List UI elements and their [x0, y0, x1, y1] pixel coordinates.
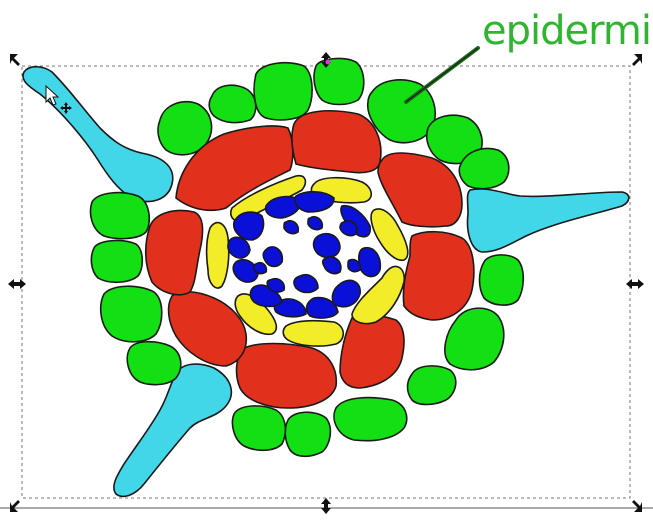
selection-handles[interactable]	[8, 52, 644, 514]
stele-cell	[232, 258, 259, 283]
epidermis-cell	[253, 61, 313, 121]
epidermis-cell	[284, 411, 332, 458]
resize-handle-bottom-left[interactable]	[10, 500, 20, 512]
root-hairs[interactable]	[22, 65, 630, 498]
stele-cell	[283, 219, 300, 235]
root-hair-right	[466, 188, 630, 253]
cortex-cell	[167, 290, 248, 367]
epidermis-cell	[333, 396, 408, 442]
epidermis-cell	[99, 285, 163, 343]
epidermis-cell	[89, 191, 151, 240]
epidermis-cell	[126, 340, 182, 386]
epidermis-cell	[478, 254, 525, 306]
stele-cell	[312, 232, 341, 259]
stele-cell	[358, 246, 382, 278]
epidermis-layer[interactable]	[89, 57, 525, 458]
move-cursor-icon	[45, 84, 72, 114]
endodermis-cell	[351, 265, 406, 325]
cortex-cell	[339, 314, 405, 389]
epidermis-cell	[231, 405, 287, 452]
stele-cell	[293, 273, 319, 294]
stele-cell	[266, 277, 286, 293]
epidermis-cell	[313, 57, 365, 106]
epidermis-cell	[90, 239, 144, 284]
stele-cell	[331, 279, 361, 308]
stele-cell	[321, 256, 342, 275]
stele-cell	[232, 211, 265, 241]
stele-cell	[339, 220, 358, 237]
stele-cell	[262, 246, 284, 268]
resize-handle-bottom[interactable]	[321, 498, 331, 514]
stele-cell	[305, 296, 339, 319]
node-marker[interactable]	[325, 59, 331, 65]
resize-handle-bottom-right[interactable]	[632, 500, 642, 512]
label-leader	[404, 46, 480, 104]
cortex-cell	[377, 152, 463, 228]
epidermis-cell	[444, 307, 505, 371]
epidermis-cell	[406, 365, 457, 406]
stele-cell	[293, 190, 335, 213]
cortex-cell	[235, 342, 338, 409]
epidermis-cell	[458, 147, 510, 190]
resize-handle-right[interactable]	[626, 279, 644, 289]
endodermis-cell	[282, 320, 345, 347]
cortex-cell	[144, 209, 204, 296]
stele-cell	[253, 261, 268, 275]
cortex-layer[interactable]	[144, 110, 475, 409]
stele-cell	[307, 215, 324, 231]
endodermis-cell	[370, 208, 409, 262]
stele-cell	[227, 236, 251, 259]
epidermis-label: epidermis	[482, 8, 653, 54]
root-hair-bottom-left	[113, 363, 233, 498]
resize-handle-top-left[interactable]	[10, 54, 20, 66]
endodermis-cell	[205, 221, 230, 289]
stele-cell	[340, 204, 372, 238]
epidermis-cell	[366, 79, 436, 144]
resize-handle-left[interactable]	[8, 279, 26, 289]
root-hair-top-left	[22, 65, 174, 203]
cortex-cell	[402, 230, 475, 321]
endodermis-layer[interactable]	[205, 174, 409, 347]
stele-cell	[264, 195, 302, 219]
stele-layer[interactable]	[227, 190, 382, 319]
stele-cell	[347, 258, 362, 273]
resize-handle-top-right[interactable]	[632, 54, 642, 66]
epidermis-cell	[208, 84, 257, 124]
cortex-cell	[291, 110, 382, 174]
